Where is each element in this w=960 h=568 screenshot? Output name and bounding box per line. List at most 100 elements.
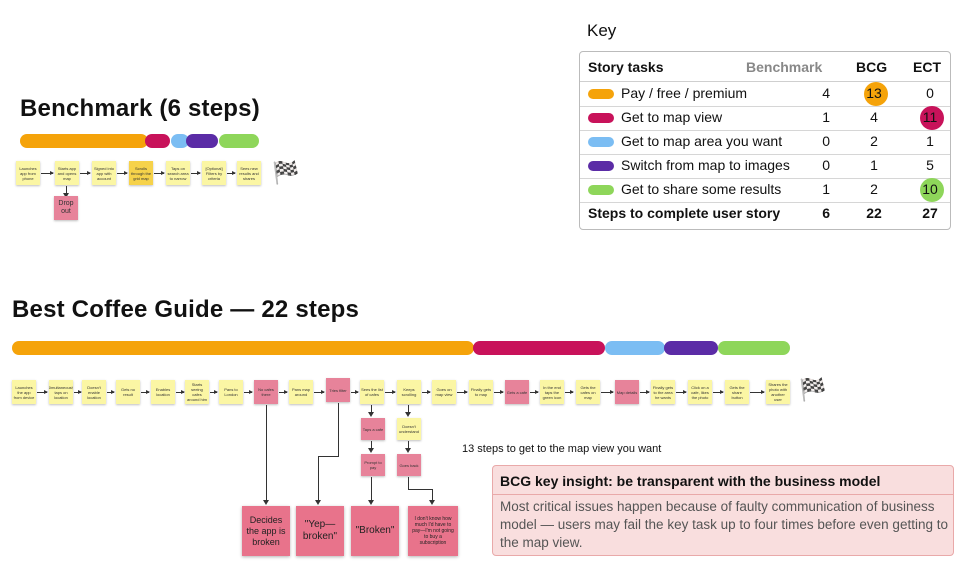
sticky-note: Click on a cafe, likes the photo <box>688 380 712 404</box>
benchmark-title: Benchmark (6 steps) <box>20 95 260 122</box>
key-ect-value: 0 <box>926 85 934 101</box>
key-bcg-value: 2 <box>870 181 878 197</box>
checkered-flag-icon: 🏁 <box>272 160 300 185</box>
sticky-note: Taps on search area to narrow <box>166 161 190 185</box>
key-total-bcg: 22 <box>866 205 882 221</box>
progress-segment-pay <box>12 341 474 355</box>
sticky-note: Pans to London <box>219 380 243 404</box>
key-total-label: Steps to complete user story <box>588 205 781 221</box>
sticky-note: Finally gets to the area he wants <box>651 380 675 404</box>
sticky-note: Doesn't enable location <box>82 380 106 404</box>
sticky-note: Gets a cafe <box>505 380 529 404</box>
key-ect-value: 5 <box>926 157 934 173</box>
sticky-note: Sees the list of cafes <box>360 380 384 404</box>
progress-segment-map-area <box>605 341 665 355</box>
key-row: Pay / free / premium 4 13 0 <box>580 82 950 107</box>
key-header-benchmark: Benchmark <box>746 59 823 75</box>
sticky-note: Prompt to pay <box>361 454 385 476</box>
key-ect-value: 1 <box>926 133 934 149</box>
key-total-benchmark: 6 <box>822 205 830 221</box>
sticky-note: Finally gets to map <box>469 380 493 404</box>
key-row-label: Get to share some results <box>621 181 782 197</box>
checkered-flag-icon: 🏁 <box>799 377 827 402</box>
key-total-row: Steps to complete user story 6 22 27 <box>580 202 950 226</box>
highlight-circle <box>864 82 888 106</box>
key-row-label: Get to map view <box>621 109 723 125</box>
sticky-note: In the end taps the green icon <box>540 380 564 404</box>
sticky-note: Starts seeing cafes around him <box>185 380 209 404</box>
progress-segment-share <box>718 341 790 355</box>
key-row-label: Switch from map to images <box>621 157 790 173</box>
progress-segment-images <box>186 134 218 148</box>
outcome-note: "Broken" <box>351 506 399 556</box>
progress-segment-share <box>219 134 259 148</box>
dropout-note: Drop out <box>54 196 78 220</box>
sticky-note: Pans map around <box>289 380 313 404</box>
sticky-note: Taps a cafe <box>361 418 385 440</box>
key-benchmark-value: 0 <box>822 133 830 149</box>
key-benchmark-value: 4 <box>822 85 830 101</box>
sticky-note: Launches the app from device <box>12 380 36 404</box>
key-total-ect: 27 <box>922 205 938 221</box>
outcome-note: I don't know how much I'd have to pay—I'… <box>408 506 458 556</box>
sticky-note: Goes on map view <box>432 380 456 404</box>
key-row: Get to map view 1 4 11 <box>580 106 950 131</box>
sticky-note: Tries filter <box>326 378 350 402</box>
sticky-note: Signed into app with account <box>92 161 116 185</box>
highlight-circle <box>920 106 944 130</box>
legend-swatch <box>588 161 614 171</box>
key-header-task: Story tasks <box>588 59 664 75</box>
highlight-circle <box>920 178 944 202</box>
key-row: Get to share some results 1 2 10 <box>580 178 950 203</box>
insight-body: Most critical issues happen because of f… <box>500 499 948 550</box>
insight-title: BCG key insight: be transparent with the… <box>500 473 881 489</box>
sticky-note: Simultaneously taps on location <box>49 380 73 404</box>
key-ect-value: 10 <box>922 181 938 197</box>
key-row-label: Get to map area you want <box>621 133 783 149</box>
outcome-note: "Yep—broken" <box>296 506 344 556</box>
key-row: Switch from map to images 0 1 5 <box>580 154 950 179</box>
sticky-note: Map details <box>615 380 639 404</box>
sticky-note: Keeps scrolling <box>397 380 421 404</box>
sticky-note: Doesn't understand <box>397 418 421 440</box>
progress-segment-pay <box>20 134 148 148</box>
sticky-note: Gets the share button <box>725 380 749 404</box>
sticky-note: Enables location <box>151 380 175 404</box>
key-bcg-value: 13 <box>866 85 882 101</box>
insight-box: BCG key insight: be transparent with the… <box>492 465 954 556</box>
bcg-title: Best Coffee Guide — 22 steps <box>12 296 360 323</box>
progress-segment-map-view <box>473 341 605 355</box>
key-bcg-value: 4 <box>870 109 878 125</box>
legend-swatch <box>588 137 614 147</box>
sticky-note: Starts app and opens map <box>55 161 79 185</box>
sticky-note: Shares the photo with another user <box>766 380 790 404</box>
key-row: Get to map area you want 0 2 1 <box>580 130 950 155</box>
outcome-note: Decides the app is broken <box>242 506 290 556</box>
key-ect-value: 11 <box>922 109 938 125</box>
key-benchmark-value: 1 <box>822 109 830 125</box>
sticky-note: Gets the cafes on map <box>576 380 600 404</box>
key-benchmark-value: 1 <box>822 181 830 197</box>
sticky-note: Scrolls through the grid map <box>129 161 153 185</box>
key-header-ect: ECT <box>913 59 941 75</box>
map-view-caption: 13 steps to get to the map view you want <box>462 443 662 455</box>
key-header-bcg: BCG <box>856 59 888 75</box>
key-title: Key <box>587 21 617 40</box>
key-benchmark-value: 0 <box>822 157 830 173</box>
sticky-note: No cafes there <box>254 380 278 404</box>
progress-segment-map-view <box>145 134 170 148</box>
key-row-label: Pay / free / premium <box>621 85 748 101</box>
progress-segment-images <box>664 341 718 355</box>
legend-swatch <box>588 89 614 99</box>
key-bcg-value: 1 <box>870 157 878 173</box>
key-bcg-value: 2 <box>870 133 878 149</box>
progress-segment-map-area <box>171 134 189 148</box>
sticky-note: [Optional] Filters by criteria <box>202 161 226 185</box>
sticky-note: Goes back <box>397 454 421 476</box>
legend-swatch <box>588 185 614 195</box>
key-table: Story tasks Benchmark BCG ECT Pay / free… <box>579 51 951 230</box>
legend-swatch <box>588 113 614 123</box>
sticky-note: Gets no result <box>116 380 140 404</box>
sticky-note: Launches app from phone <box>16 161 40 185</box>
sticky-note: Sees new results and shares <box>237 161 261 185</box>
